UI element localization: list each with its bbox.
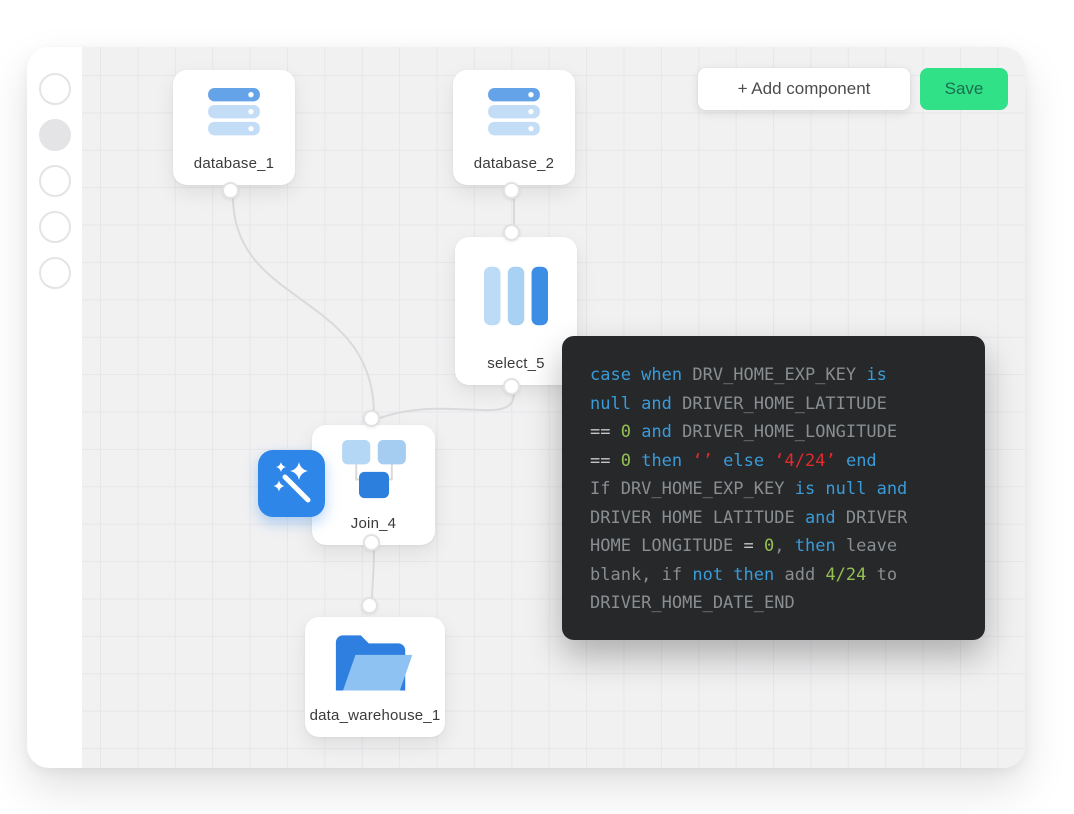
stepper-dot[interactable] xyxy=(38,257,71,289)
stepper-dot-active[interactable] xyxy=(38,119,71,151)
stepper-rail xyxy=(27,73,82,289)
code-line: HOME LONGITUDE = 0, then leave xyxy=(590,536,898,556)
code-line: blank, if not then add 4/24 to xyxy=(590,564,898,585)
node-label: data_warehouse_1 xyxy=(309,707,441,724)
node-database_2[interactable]: database_2 xyxy=(453,70,575,185)
port-join4-output[interactable] xyxy=(363,534,380,551)
join-icon xyxy=(312,425,435,515)
code-line: If DRV_HOME_EXP_KEY is null and xyxy=(590,479,908,499)
save-button[interactable]: Save xyxy=(920,68,1008,110)
port-database2-output[interactable] xyxy=(503,182,520,199)
select-columns-icon xyxy=(455,237,577,355)
node-label: database_1 xyxy=(193,155,275,172)
database-icon xyxy=(173,70,295,155)
node-label: select_5 xyxy=(487,355,545,372)
node-data_warehouse_1[interactable]: data_warehouse_1 xyxy=(305,617,445,737)
database-icon xyxy=(453,70,575,155)
folder-icon xyxy=(305,617,445,707)
code-tooltip-panel: case when DRV_HOME_EXP_KEY is null and DR… xyxy=(562,336,985,640)
magic-wand-icon xyxy=(268,458,316,509)
port-join4-input[interactable] xyxy=(363,410,380,427)
magic-wand-button[interactable] xyxy=(258,450,325,517)
add-component-button[interactable]: + Add component xyxy=(698,68,910,110)
stepper-dot[interactable] xyxy=(38,165,71,197)
port-warehouse1-input[interactable] xyxy=(361,597,378,614)
code-line: == 0 and DRIVER_HOME_LONGITUDE xyxy=(590,422,898,442)
node-label: database_2 xyxy=(473,155,555,172)
node-label: Join_4 xyxy=(350,515,397,532)
code-panel-lines: case when DRV_HOME_EXP_KEY is null and DR… xyxy=(590,361,965,618)
port-select5-output[interactable] xyxy=(503,378,520,395)
pipeline-editor-card: database_1 database_2 select_5 xyxy=(27,47,1025,768)
node-select_5[interactable]: select_5 xyxy=(455,237,577,385)
code-line: DRIVER HOME LATITUDE and DRIVER xyxy=(590,507,908,528)
code-line: DRIVER_HOME_DATE_END xyxy=(590,593,795,613)
stepper-dot[interactable] xyxy=(38,73,71,105)
node-database_1[interactable]: database_1 xyxy=(173,70,295,185)
code-line: null and DRIVER_HOME_LATITUDE xyxy=(590,393,887,414)
code-line: == 0 then ‘’ else ‘4/24’ end xyxy=(590,450,877,471)
node-join_4[interactable]: Join_4 xyxy=(312,425,435,545)
stepper-dot[interactable] xyxy=(38,211,71,243)
port-select5-input[interactable] xyxy=(503,224,520,241)
port-database1-output[interactable] xyxy=(222,182,239,199)
code-line: case when DRV_HOME_EXP_KEY is xyxy=(590,365,887,385)
